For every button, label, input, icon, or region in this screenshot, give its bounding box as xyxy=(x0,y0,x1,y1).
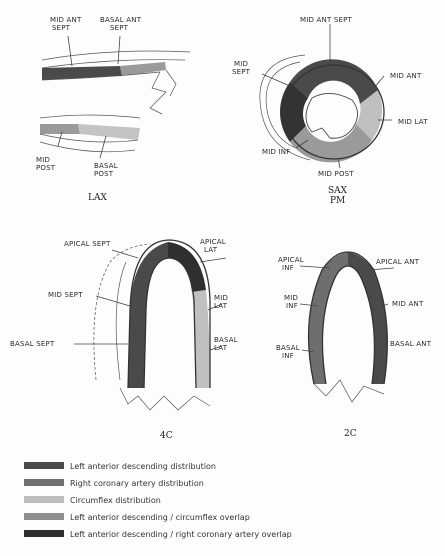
legend-swatch-circumflex xyxy=(24,496,64,503)
legend-label-lad-circ-overlap: Left anterior descending / circumflex ov… xyxy=(70,513,250,522)
two-c-label-mid-ant: MID ANT xyxy=(392,300,424,308)
two-c-inferior-wall xyxy=(309,252,348,384)
sax-label-mid-sept-l1: MID xyxy=(234,60,248,68)
two-c-label-mid-inf-l1: MID xyxy=(284,294,298,302)
lax-posterior-wall xyxy=(40,124,80,134)
two-c-label-basal-inf-l2: INF xyxy=(282,352,294,360)
two-c-label-basal-ant: BASAL ANT xyxy=(390,340,432,348)
legend-swatch-lad-circ-overlap xyxy=(24,513,64,520)
sax-label-mid-ant: MID ANT xyxy=(390,72,422,80)
two-c-label-mid-inf-l2: INF xyxy=(286,302,298,310)
lax-label-mid-ant-sept-l2: SEPT xyxy=(52,24,71,32)
two-c-anterior-wall xyxy=(348,252,387,384)
four-c-label-basal-lat-l1: BASAL xyxy=(214,336,238,344)
four-c-label-apical-sept: APICAL SEPT xyxy=(64,240,111,248)
two-c-label-apical-ant: APICAL ANT xyxy=(376,258,420,266)
legend-label-lad: Left anterior descending distribution xyxy=(70,462,216,471)
four-c-label-apical-lat-l2: LAT xyxy=(204,246,218,254)
two-c-label-basal-inf-l1: BASAL xyxy=(276,344,300,352)
four-c-label-basal-sept: BASAL SEPT xyxy=(10,340,55,348)
two-chamber-diagram: APICAL INF APICAL ANT MID INF MID ANT BA… xyxy=(276,252,432,439)
four-c-label-mid-sept: MID SEPT xyxy=(48,291,83,299)
sax-label-mid-post: MID POST xyxy=(318,170,354,178)
two-c-label-apical-inf-l2: INF xyxy=(282,264,294,272)
sax-diagram: MID ANT SEPT MID SEPT MID ANT MID LAT MI… xyxy=(232,16,428,206)
four-chamber-diagram: APICAL SEPT APICAL LAT MID SEPT MID LAT … xyxy=(10,238,238,441)
two-c-label-apical-inf-l1: APICAL xyxy=(278,256,304,264)
four-c-septal-wall xyxy=(128,242,168,388)
legend: Left anterior descending distribution Ri… xyxy=(24,462,292,539)
sax-caption-l1: SAX xyxy=(328,186,348,196)
two-c-caption: 2C xyxy=(344,429,357,439)
legend-label-rca: Right coronary artery distribution xyxy=(70,479,204,488)
legend-swatch-rca xyxy=(24,479,64,486)
lax-label-mid-post-l2: POST xyxy=(36,164,56,172)
lax-caption: LAX xyxy=(88,193,107,203)
four-c-label-apical-lat-l1: APICAL xyxy=(200,238,226,246)
four-c-label-mid-lat-l2: LAT xyxy=(214,302,228,310)
sax-label-mid-inf: MID INF xyxy=(262,148,290,156)
lax-label-basal-ant-sept-l1: BASAL ANT xyxy=(100,16,142,24)
legend-label-circumflex: Circumflex distribution xyxy=(70,496,161,505)
lax-label-basal-post-l1: BASAL xyxy=(94,162,118,170)
lax-label-mid-ant-sept-l1: MID ANT xyxy=(50,16,82,24)
sax-label-mid-lat: MID LAT xyxy=(398,118,428,126)
sax-label-mid-sept-l2: SEPT xyxy=(232,68,251,76)
lax-diagram: MID ANT SEPT BASAL ANT SEPT MID POST BAS… xyxy=(36,16,190,203)
legend-swatch-lad-rca-overlap xyxy=(24,530,64,537)
lax-label-basal-ant-sept-l2: SEPT xyxy=(110,24,129,32)
sax-caption-l2: PM xyxy=(330,196,345,206)
lax-label-basal-post-l2: POST xyxy=(94,170,114,178)
four-c-apex xyxy=(168,242,206,292)
four-c-label-mid-lat-l1: MID xyxy=(214,294,228,302)
four-c-label-basal-lat-l2: LAT xyxy=(214,344,228,352)
legend-label-lad-rca-overlap: Left anterior descending / right coronar… xyxy=(70,530,292,539)
lax-label-mid-post-l1: MID xyxy=(36,156,50,164)
legend-swatch-lad xyxy=(24,462,64,469)
four-c-caption: 4C xyxy=(160,431,173,441)
sax-label-mid-ant-sept: MID ANT SEPT xyxy=(300,16,353,24)
